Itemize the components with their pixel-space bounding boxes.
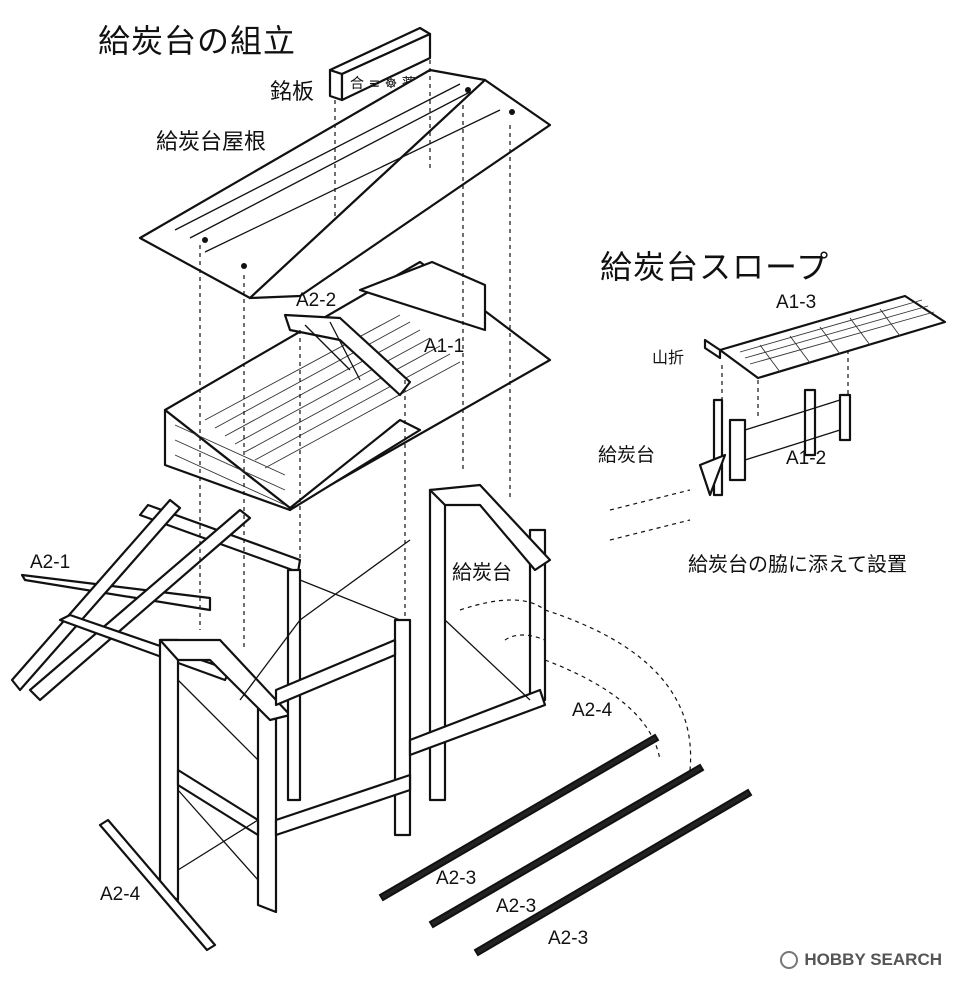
- part-label-a2-3-third: A2-3: [548, 928, 589, 949]
- part-label-a2-1: A2-1: [30, 552, 71, 573]
- part-label-a1-1: A1-1: [424, 336, 465, 357]
- watermark: HOBBY SEARCH: [780, 950, 942, 970]
- slope-assembly: [609, 294, 947, 541]
- instruction-text: 給炭台の脇に添えて設置: [688, 552, 907, 576]
- brace-a2-4-part: [98, 818, 217, 952]
- assembly-guides: [199, 105, 692, 771]
- frame-a2-1-part: [10, 498, 302, 702]
- truss-a2-2-part: [283, 313, 412, 397]
- nameplate-label: 銘板: [270, 80, 315, 105]
- main-kyutandai-label: 給炭台: [452, 560, 512, 584]
- main-structure-part: [158, 483, 552, 914]
- part-label-a2-4-right: A2-4: [572, 700, 613, 721]
- mountain-fold-label: 山折: [652, 350, 685, 367]
- slope-title: 給炭台スロープ: [600, 248, 830, 286]
- slope-kyutandai-label: 給炭台: [598, 444, 656, 466]
- roof-part: [138, 60, 552, 300]
- coal-bin-part: [163, 260, 552, 512]
- part-label-a2-4-left: A2-4: [100, 884, 141, 905]
- diagram-title: 給炭台の組立: [98, 22, 297, 60]
- watermark-text: HOBBY SEARCH: [804, 950, 942, 969]
- part-label-a1-2: A1-2: [786, 448, 827, 469]
- part-label-a2-2: A2-2: [296, 290, 337, 311]
- roof-label: 給炭台屋根: [156, 130, 267, 155]
- part-label-a2-3-second: A2-3: [496, 896, 537, 917]
- rails-a2-3-part: [378, 733, 753, 957]
- part-label-a2-3-first: A2-3: [436, 868, 477, 889]
- hobby-search-logo-icon: [780, 951, 799, 969]
- part-label-a1-3: A1-3: [776, 292, 817, 313]
